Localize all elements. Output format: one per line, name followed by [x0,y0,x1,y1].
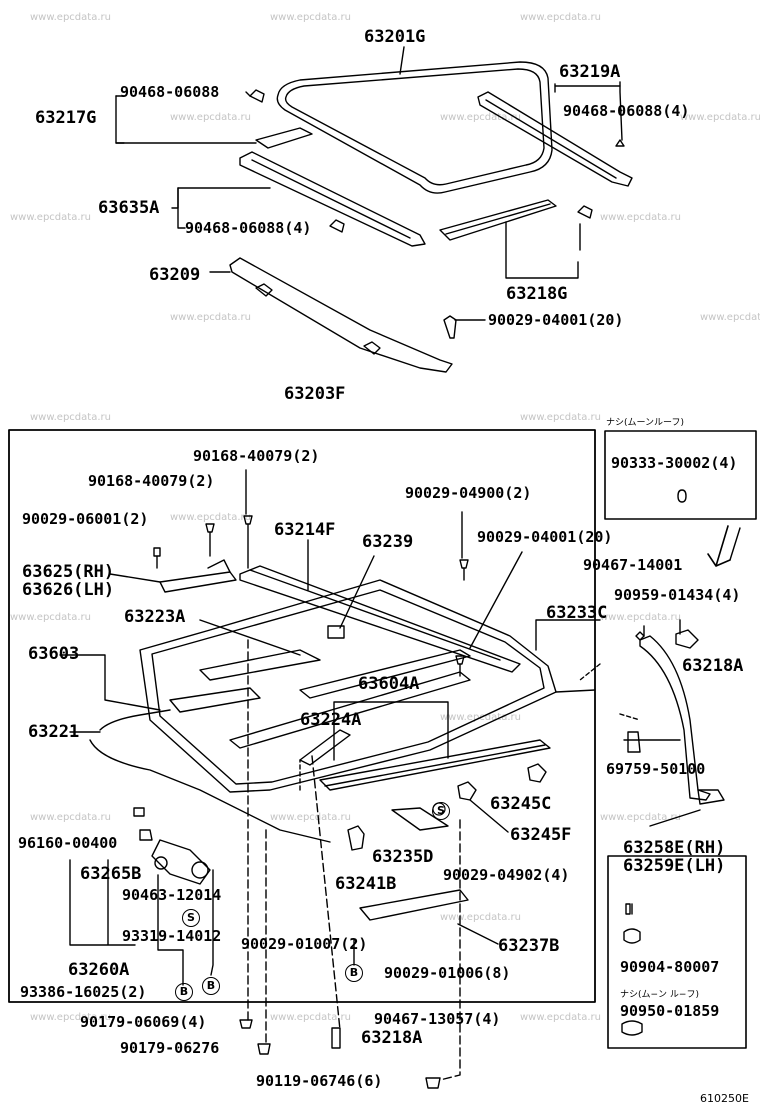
part-63214F: 63214F [274,520,336,540]
watermark: www.epcdata.ru [270,1012,351,1023]
marker-s: S [182,909,200,927]
watermark: www.epcdata.ru [10,612,91,623]
part-90029-04900-qty2: 90029-04900(2) [405,484,532,502]
marker-s: S [432,802,450,820]
watermark: www.epcdata.ru [10,212,91,223]
part-93386-16025-qty2: 93386-16025(2) [20,983,147,1001]
sunroof-glass [276,61,553,194]
part-90029-04001-qty20: 90029-04001(20) [477,528,613,546]
watermark: www.epcdata.ru [600,612,681,623]
marker-b: B [202,977,220,995]
part-63239: 63239 [362,532,414,552]
watermark: www.epcdata.ru [170,312,251,323]
part-90168-40079-qty2: 90168-40079(2) [88,472,215,490]
part-90179-06276: 90179-06276 [120,1039,220,1057]
part-63626-lh: 63626(LH) [22,580,115,600]
part-93319-14012: 93319-14012 [122,927,222,945]
part-63223A: 63223A [124,607,186,627]
part-90029-01006-qty8: 90029-01006(8) [384,964,511,982]
part-63260A: 63260A [68,960,130,980]
part-63265B: 63265B [80,864,142,884]
part-63219A: 63219A [559,62,621,82]
part-63245C: 63245C [490,794,552,814]
without-moon-roof-box-bottom [607,855,747,1049]
part-63203F: 63203F [284,384,346,404]
part-63217G: 63217G [35,108,97,128]
part-63235D: 63235D [372,847,434,867]
without-moon-roof-box-top [604,430,757,520]
watermark: www.epcdata.ru [520,1012,601,1023]
part-63245F: 63245F [510,825,572,845]
part-63258E-rh: 63258E(RH) [623,838,726,858]
watermark: www.epcdata.ru [700,312,760,323]
part-90959-01434-qty4: 90959-01434(4) [614,586,741,604]
part-63241B: 63241B [335,874,397,894]
part-90029-01007-qty2: 90029-01007(2) [241,935,368,953]
watermark: www.epcdata.ru [440,112,521,123]
part-90333-30002-qty4: 90333-30002(4) [611,454,738,472]
marker-b: B [175,983,193,1001]
marker-b: B [345,964,363,982]
part-63209: 63209 [149,265,201,285]
watermark: www.epcdata.ru [30,1012,111,1023]
part-63635A: 63635A [98,198,160,218]
part-90950-01859: 90950-01859 [620,1002,720,1020]
part-96160-00400: 96160-00400 [18,834,118,852]
part-63201G: 63201G [364,27,426,47]
part-90029-06001-qty2: 90029-06001(2) [22,510,149,528]
watermark: www.epcdata.ru [520,12,601,23]
part-90467-13057-qty4: 90467-13057(4) [374,1010,501,1028]
part-69759-50100: 69759-50100 [606,760,706,778]
watermark: www.epcdata.ru [270,12,351,23]
part-63237B: 63237B [498,936,560,956]
sunroof-housing-frame-box [8,429,596,1003]
watermark: www.epcdata.ru [170,112,251,123]
part-63218A: 63218A [682,656,744,676]
watermark: www.epcdata.ru [30,412,111,423]
part-63604A: 63604A [358,674,420,694]
part-63603: 63603 [28,644,80,664]
watermark: www.epcdata.ru [30,12,111,23]
part-90468-06088-qty4: 90468-06088(4) [185,219,312,237]
part-63625-rh: 63625(RH) [22,562,115,582]
part-90119-06746-qty6: 90119-06746(6) [256,1072,383,1090]
watermark: www.epcdata.ru [680,112,760,123]
part-63224A: 63224A [300,710,362,730]
watermark: www.epcdata.ru [600,212,681,223]
part-63218A: 63218A [361,1028,423,1048]
part-90029-04902-qty4: 90029-04902(4) [443,866,570,884]
watermark: www.epcdata.ru [270,812,351,823]
part-90468-06088: 90468-06088 [120,83,220,101]
part-90904-80007: 90904-80007 [620,958,720,976]
part-63259E-lh: 63259E(LH) [623,856,726,876]
part-90468-06088-qty4: 90468-06088(4) [563,102,690,120]
watermark: www.epcdata.ru [520,412,601,423]
part-90179-06069-qty4: 90179-06069(4) [80,1013,207,1031]
sunroof-housing [139,565,557,793]
part-90463-12014: 90463-12014 [122,886,222,904]
watermark: www.epcdata.ru [30,812,111,823]
part-90467-14001: 90467-14001 [583,556,683,574]
note-without-moon-roof: ナシ(ム−ン ル−フ) [620,990,699,1000]
part-63233C: 63233C [546,603,608,623]
watermark: www.epcdata.ru [440,912,521,923]
part-90029-04001-qty20: 90029-04001(20) [488,311,624,329]
part-63218G: 63218G [506,284,568,304]
diagram-code: 610250E [700,1092,749,1105]
part-90168-40079-qty2: 90168-40079(2) [193,447,320,465]
watermark: www.epcdata.ru [600,812,681,823]
note-without-moon-roof: ナシ(ムーンルーフ) [606,418,685,428]
watermark: www.epcdata.ru [170,512,251,523]
part-63221: 63221 [28,722,80,742]
